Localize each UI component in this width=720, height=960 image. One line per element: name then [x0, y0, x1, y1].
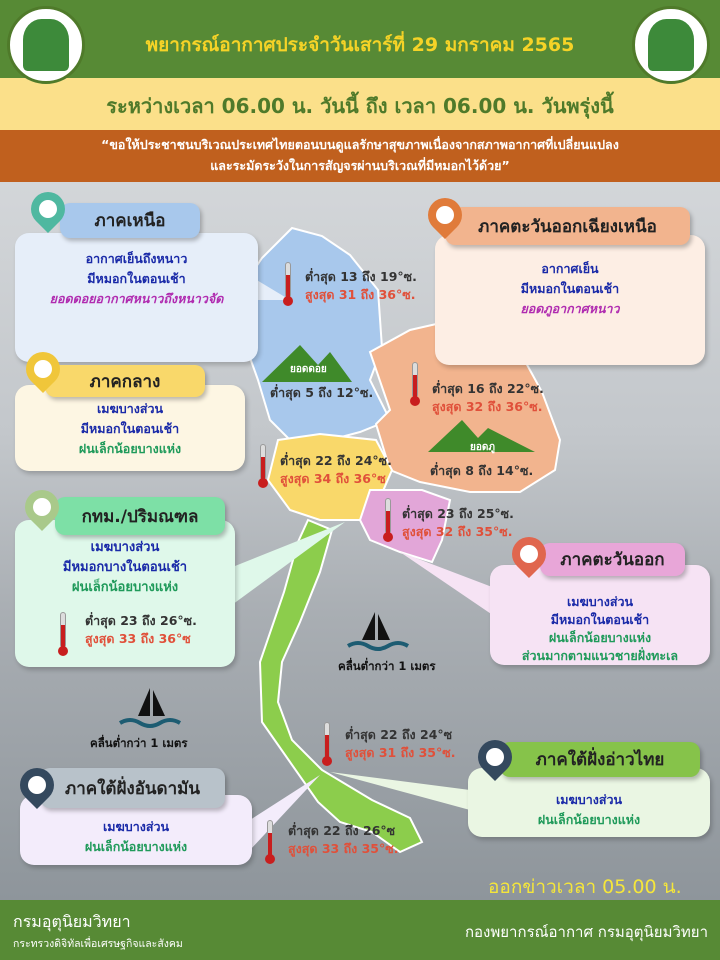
central-low: ต่ำสุด 22 ถึง 24°ซ.: [280, 453, 392, 468]
east-high: สูงสุด 32 ถึง 35°ซ.: [402, 524, 513, 539]
thermometer-icon: [410, 362, 420, 406]
east-label: ภาคตะวันออก: [540, 543, 685, 576]
footer: [0, 900, 720, 960]
thermometer-icon: [58, 612, 68, 656]
forecast-period: ระหว่างเวลา 06.00 น. วันนี้ ถึง เวลา 06.…: [106, 94, 614, 118]
footer-ministry: กระทรวงดิจิทัลเพื่อเศรษฐกิจและสังคม: [13, 938, 183, 950]
andaman-low: ต่ำสุด 22 ถึง 26°ซ: [288, 823, 396, 838]
gulf-low: ต่ำสุด 22 ถึง 24°ซ: [345, 727, 453, 742]
andaman-temp: ต่ำสุด 22 ถึง 26°ซสูงสุด 33 ถึง 35°ซ.: [288, 822, 398, 858]
mountain-doi: [262, 345, 352, 382]
sailboat-icon-andaman: [118, 688, 182, 728]
thermometer-icon: [258, 444, 268, 488]
northeast-temp: ต่ำสุด 16 ถึง 22°ซ. สูงสุด 32 ถึง 36°ซ.: [432, 380, 544, 416]
north-forecast-box: อากาศเย็นถึงหนาวมีหมอกในตอนเช้ายอดดอยอาก…: [15, 233, 258, 362]
central-high: สูงสุด 34 ถึง 36°ซ: [280, 471, 386, 486]
footer-org: กรมอุตุนิยมวิทยา: [13, 912, 131, 931]
thermometer-icon: [283, 262, 293, 306]
east-temp: ต่ำสุด 23 ถึง 25°ซ. สูงสุด 32 ถึง 35°ซ.: [402, 505, 514, 541]
wave-andaman: คลื่นต่ำกว่า 1 เมตร: [90, 736, 188, 750]
peak-label-phu: ยอดภู: [470, 442, 495, 453]
central-label: ภาคกลาง: [45, 365, 205, 397]
gulf-label: ภาคใต้ฝั่งอ่าวไทย: [500, 742, 700, 777]
map-region-north: [238, 226, 392, 441]
andaman-label: ภาคใต้ฝั่งอันดามัน: [40, 768, 225, 808]
east-forecast-box: เมฆบางส่วนมีหมอกในตอนเช้าฝนเล็กน้อยบางแห…: [490, 565, 710, 665]
period-band: [0, 78, 720, 130]
doi-temp: ต่ำสุด 5 ถึง 12°ซ.: [270, 385, 374, 400]
notice-line-1: “ขอให้ประชาชนบริเวณประเทศไทยตอนบนดูแลรัก…: [101, 137, 619, 152]
gulf-forecast-box: เมฆบางส่วนฝนเล็กน้อยบางแห่ง: [468, 768, 710, 837]
ministry-logo: [7, 6, 85, 84]
thermometer-icon: [322, 722, 332, 766]
thermometer-icon: [383, 498, 393, 542]
callout-pointer-gulf: [330, 772, 470, 810]
footer-division: กองพยากรณ์อากาศ กรมอุตุนิยมวิทยา: [464, 923, 708, 941]
wave-gulf: คลื่นต่ำกว่า 1 เมตร: [338, 659, 436, 673]
map-region-south: [258, 518, 424, 854]
bangkok-low: ต่ำสุด 23 ถึง 26°ซ.: [85, 613, 197, 628]
northeast-label: ภาคตะวันออกเฉียงเหนือ: [445, 207, 690, 245]
northeast-forecast-box: อากาศเย็นมีหมอกในตอนเช้ายอดภูอากาศหนาว: [435, 235, 705, 365]
bangkok-forecast-box: เมฆบางส่วนมีหมอกบางในตอนเช้าฝนเล็กน้อยบา…: [15, 520, 235, 667]
thermometer-icon: [265, 820, 275, 864]
map-region-east: [358, 489, 452, 564]
gulf-temp: ต่ำสุด 22 ถึง 24°ซสูงสุด 31 ถึง 35°ซ.: [345, 726, 455, 762]
mountain-phu: [428, 420, 535, 452]
northeast-low: ต่ำสุด 16 ถึง 22°ซ.: [432, 381, 544, 396]
callout-pointer-bkk: [225, 522, 345, 610]
east-low: ต่ำสุด 23 ถึง 25°ซ.: [402, 506, 514, 521]
bangkok-label: กทม./ปริมณฑล: [55, 497, 225, 535]
central-temp: ต่ำสุด 22 ถึง 24°ซ. สูงสุด 34 ถึง 36°ซ: [280, 452, 392, 488]
issued-time: ออกข่าวเวลา 05.00 น.: [488, 876, 682, 898]
north-temp: ต่ำสุด 13 ถึง 19°ซ. สูงสุด 31 ถึง 36°ซ.: [305, 268, 417, 304]
north-label: ภาคเหนือ: [60, 203, 200, 238]
page-title: พยากรณ์อากาศประจำวันเสาร์ที่ 29 มกราคม 2…: [145, 34, 575, 56]
andaman-high: สูงสุด 33 ถึง 35°ซ.: [288, 841, 399, 856]
sailboat-icon-gulf: [346, 612, 410, 651]
bangkok-high: สูงสุด 33 ถึง 36°ซ: [85, 631, 191, 646]
callout-pointer-east: [400, 552, 500, 620]
notice-band: [0, 130, 720, 182]
tmd-logo: [632, 6, 710, 84]
north-high: สูงสุด 31 ถึง 36°ซ.: [305, 287, 416, 302]
central-forecast-box: เมฆบางส่วนมีหมอกในตอนเช้าฝนเล็กน้อยบางแห…: [15, 385, 245, 471]
north-low: ต่ำสุด 13 ถึง 19°ซ.: [305, 269, 417, 284]
notice-line-2: และระมัดระวังในการสัญจรผ่านบริเวณที่มีหม…: [210, 158, 510, 173]
gulf-high: สูงสุด 31 ถึง 35°ซ.: [345, 745, 456, 760]
northeast-high: สูงสุด 32 ถึง 36°ซ.: [432, 399, 543, 414]
header-band: [0, 0, 720, 78]
phu-temp: ต่ำสุด 8 ถึง 14°ซ.: [430, 463, 534, 478]
peak-label-doi: ยอดดอย: [290, 364, 327, 375]
